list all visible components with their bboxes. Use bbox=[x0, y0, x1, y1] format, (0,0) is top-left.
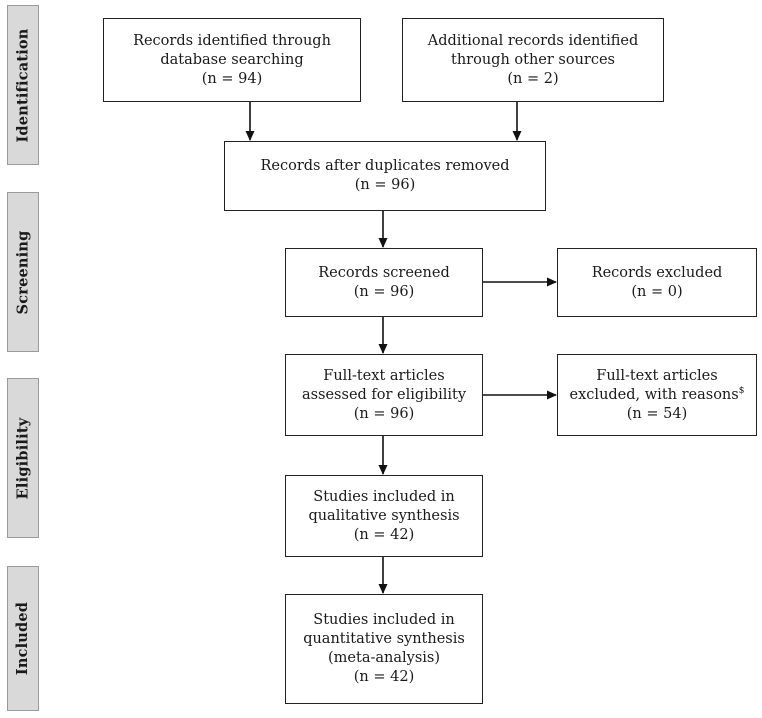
box-qualitative-synthesis-count: (n = 42) bbox=[353, 526, 415, 543]
box-database-searching: Records identified through database sear… bbox=[103, 18, 361, 102]
box-fulltext-excluded-text: Full-text articles excluded, with reason… bbox=[569, 367, 739, 403]
box-records-excluded-label: Records excluded bbox=[591, 264, 723, 281]
box-duplicates-removed-count: (n = 96) bbox=[354, 177, 416, 193]
box-records-excluded-count: (n = 0) bbox=[631, 283, 683, 300]
box-records-excluded: Records excluded (n = 0) bbox=[557, 248, 757, 317]
box-quantitative-synthesis-label: Studies included in quantitative synthes… bbox=[303, 612, 465, 666]
box-other-sources: Additional records identified through ot… bbox=[402, 18, 664, 102]
box-quantitative-synthesis: Studies included in quantitative synthes… bbox=[285, 594, 483, 704]
phase-included: Included bbox=[7, 566, 39, 711]
box-database-searching-label: Records identified through database sear… bbox=[133, 32, 331, 68]
box-records-screened-label: Records screened bbox=[318, 264, 450, 281]
box-fulltext-excluded-label: Full-text articles excluded, with reason… bbox=[570, 367, 745, 405]
box-qualitative-synthesis-label: Studies included in qualitative synthesi… bbox=[308, 488, 460, 524]
reasons-footnote-mark: $ bbox=[738, 385, 745, 396]
phase-screening: Screening bbox=[7, 192, 39, 352]
box-records-screened-count: (n = 96) bbox=[353, 283, 415, 300]
box-fulltext-assessed-count: (n = 96) bbox=[353, 405, 415, 422]
box-other-sources-count: (n = 2) bbox=[507, 70, 559, 87]
box-fulltext-excluded: Full-text articles excluded, with reason… bbox=[557, 354, 757, 436]
phase-identification: Identification bbox=[7, 5, 39, 165]
box-records-screened: Records screened (n = 96) bbox=[285, 248, 483, 317]
box-fulltext-assessed: Full-text articles assessed for eligibil… bbox=[285, 354, 483, 436]
box-database-searching-count: (n = 94) bbox=[201, 70, 263, 87]
box-duplicates-removed-label: Records after duplicates removed bbox=[260, 158, 510, 174]
box-quantitative-synthesis-count: (n = 42) bbox=[353, 669, 415, 685]
box-qualitative-synthesis: Studies included in qualitative synthesi… bbox=[285, 475, 483, 557]
box-duplicates-removed: Records after duplicates removed (n = 96… bbox=[224, 141, 546, 211]
box-other-sources-label: Additional records identified through ot… bbox=[427, 32, 639, 68]
box-fulltext-excluded-count: (n = 54) bbox=[626, 405, 688, 422]
phase-eligibility: Eligibility bbox=[7, 378, 39, 538]
box-fulltext-assessed-label: Full-text articles assessed for eligibil… bbox=[301, 367, 467, 403]
